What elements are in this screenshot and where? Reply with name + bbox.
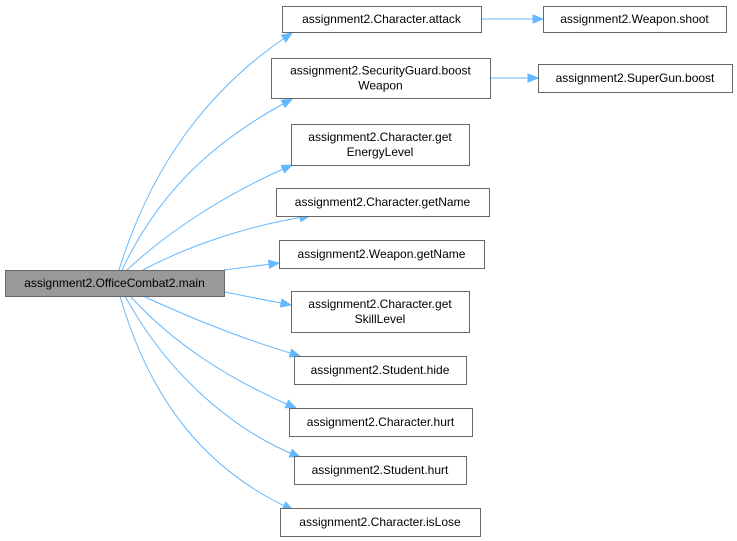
node-weapGetName[interactable]: assignment2.Weapon.getName xyxy=(279,240,485,269)
nodes-layer: assignment2.OfficeCombat2.main assignment… xyxy=(5,6,733,537)
node-box xyxy=(291,124,470,166)
node-shoot[interactable]: assignment2.Weapon.shoot xyxy=(543,6,727,33)
arrowhead-icon xyxy=(280,164,294,174)
node-label: assignment2.Character.attack xyxy=(302,12,462,26)
node-label: assignment2.Student.hurt xyxy=(312,463,449,477)
node-label: assignment2.Character.isLose xyxy=(299,515,461,529)
node-label: assignment2.Student.hide xyxy=(311,363,450,377)
node-box xyxy=(289,408,473,437)
node-attack[interactable]: assignment2.Character.attack xyxy=(282,6,482,33)
edge-main-to-getEnergy xyxy=(126,164,293,271)
node-label: assignment2.Weapon.getName xyxy=(298,247,466,261)
node-box xyxy=(538,64,733,93)
node-isLose[interactable]: assignment2.Character.isLose xyxy=(280,508,481,537)
arrowhead-icon xyxy=(288,448,302,458)
edge-main-to-charGetName xyxy=(142,215,311,271)
node-box xyxy=(276,188,490,217)
node-box xyxy=(280,508,481,537)
edge-main-to-charHurt xyxy=(129,295,297,409)
node-label: assignment2.Character.hurt xyxy=(307,415,455,429)
arrowhead-icon xyxy=(527,73,540,83)
arrowhead-icon xyxy=(288,348,302,358)
arrowhead-icon xyxy=(284,399,298,409)
arrowhead-icon xyxy=(280,32,294,43)
node-box xyxy=(294,356,467,385)
edge-main-to-studHurt xyxy=(124,295,301,458)
node-box xyxy=(271,58,491,99)
edge-main-to-boostWeapon xyxy=(121,98,293,271)
node-label: assignment2.SuperGun.boost xyxy=(556,71,715,85)
node-label: assignment2.OfficeCombat2.main xyxy=(24,276,205,290)
node-box xyxy=(279,240,485,269)
node-charGetName[interactable]: assignment2.Character.getName xyxy=(276,188,490,217)
arrowhead-icon xyxy=(532,14,545,24)
edge-main-to-attack xyxy=(118,32,293,271)
node-label: assignment2.Character.getName xyxy=(295,195,471,209)
node-label: Weapon xyxy=(358,79,402,93)
node-label: assignment2.Character.get xyxy=(308,297,452,311)
node-box xyxy=(282,6,482,33)
node-label: assignment2.Weapon.shoot xyxy=(560,12,709,26)
node-hide[interactable]: assignment2.Student.hide xyxy=(294,356,467,385)
node-box xyxy=(5,270,225,297)
node-main[interactable]: assignment2.OfficeCombat2.main xyxy=(5,270,225,297)
node-label: assignment2.SecurityGuard.boost xyxy=(290,64,471,78)
node-superboost[interactable]: assignment2.SuperGun.boost xyxy=(538,64,733,93)
node-box xyxy=(294,456,467,485)
node-box xyxy=(543,6,727,33)
node-label: EnergyLevel xyxy=(347,145,414,159)
edge-main-to-hide xyxy=(142,295,301,357)
node-charHurt[interactable]: assignment2.Character.hurt xyxy=(289,408,473,437)
node-label: SkillLevel xyxy=(355,312,406,326)
node-studHurt[interactable]: assignment2.Student.hurt xyxy=(294,456,467,485)
arrowhead-icon xyxy=(279,298,293,308)
arrowhead-icon xyxy=(267,259,281,270)
node-box xyxy=(291,291,470,333)
arrowhead-icon xyxy=(280,98,294,109)
node-label: assignment2.Character.get xyxy=(308,130,452,144)
edge-main-to-isLose xyxy=(119,295,294,511)
